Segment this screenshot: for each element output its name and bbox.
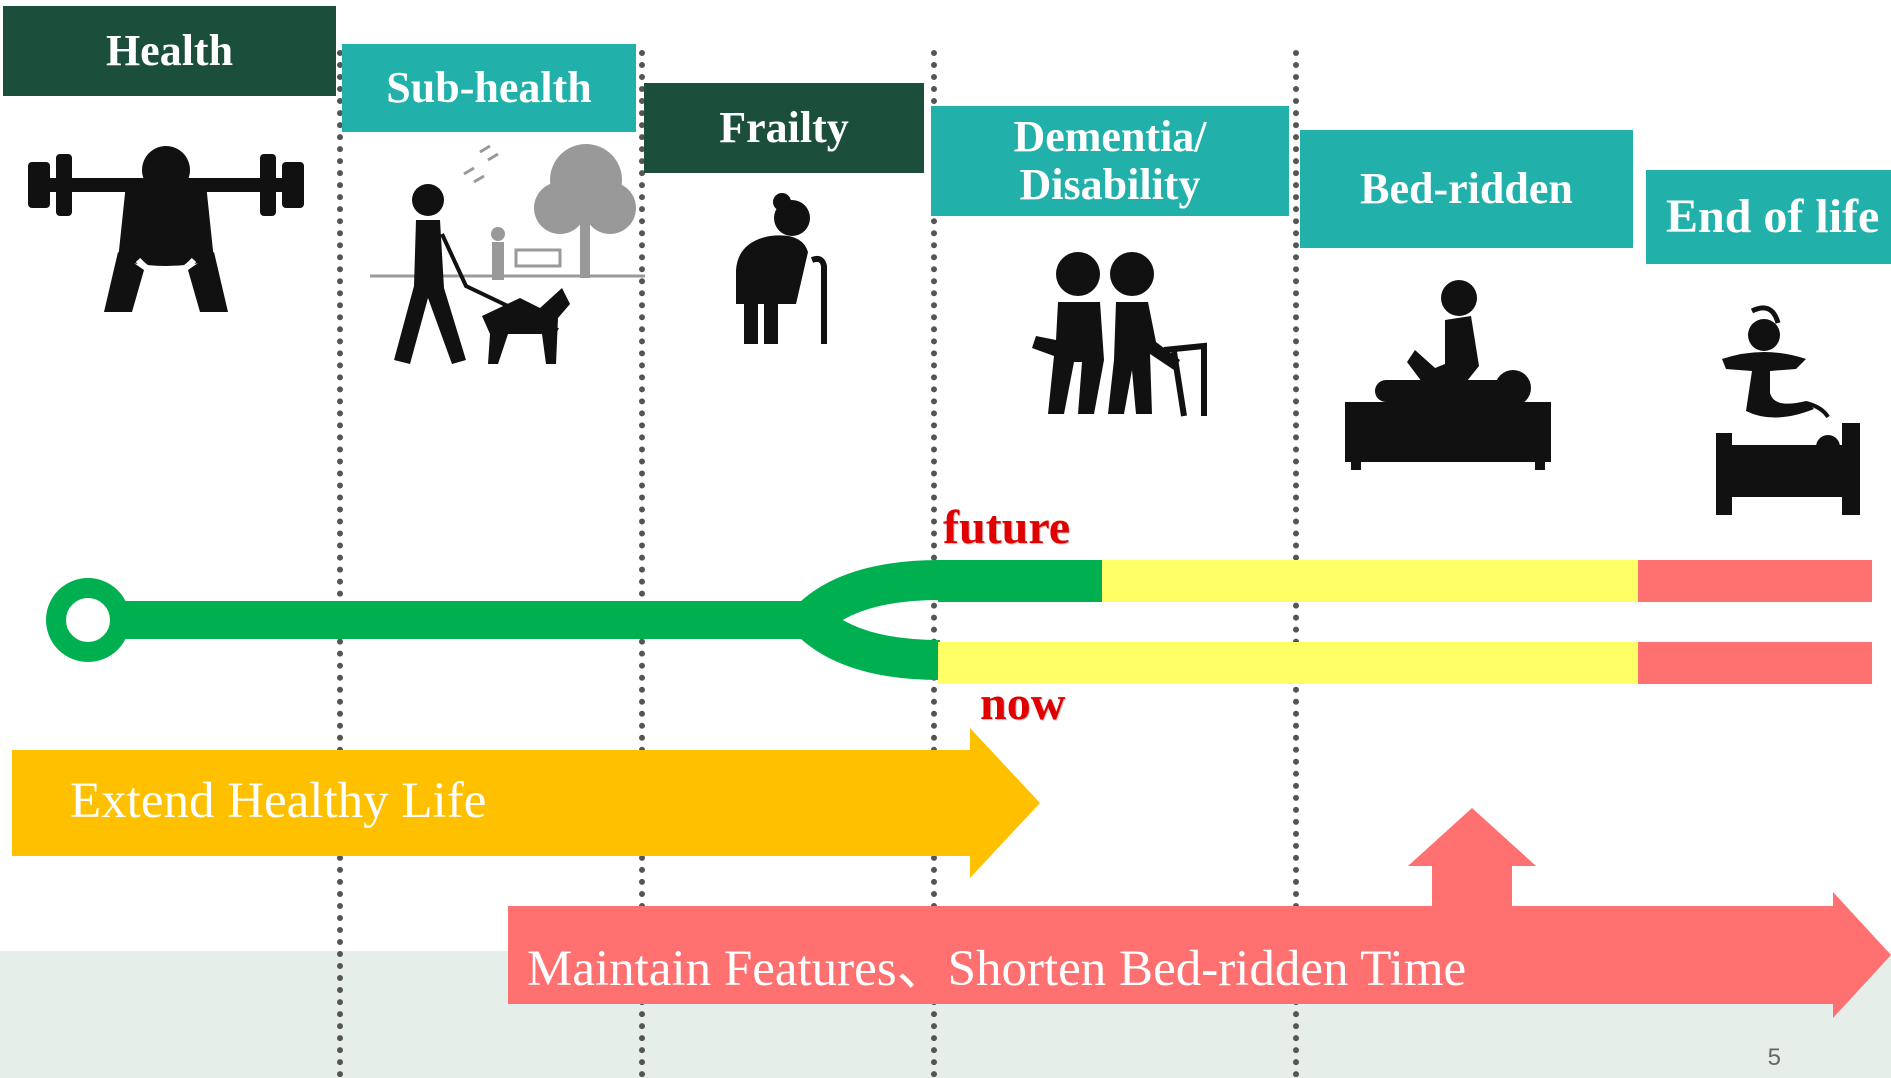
stage-divider [337, 50, 343, 1078]
stage-header-bed-ridden: Bed-ridden [1300, 130, 1633, 248]
extend-healthy-life-label: Extend Healthy Life [70, 773, 487, 829]
maintain-features-arrow [508, 892, 1891, 1018]
extend-healthy-life-arrow [12, 728, 1040, 878]
shorten-up-arrow [1408, 808, 1536, 908]
dog-walker-park-icon [370, 144, 645, 364]
future-bar-disabled [1102, 560, 1638, 602]
stage-header-frailty: Frailty [644, 83, 924, 173]
weightlifter-icon [28, 146, 304, 312]
stage-header-health: Health [3, 6, 336, 96]
elderly-cane-icon [736, 193, 827, 344]
timeline-start-node [46, 578, 130, 662]
spirit-leaving-bed-icon [1716, 305, 1860, 515]
future-bar-healthy [938, 560, 1102, 602]
bed-massage-icon [1345, 280, 1551, 470]
future-label: future [943, 501, 1071, 554]
stage-divider [639, 50, 645, 1078]
future-bar-bedridden [1638, 560, 1872, 602]
stage-header-end-of-life: End of life [1646, 170, 1891, 264]
walker-assist-icon [1032, 252, 1207, 417]
now-bar-disabled [938, 642, 1638, 684]
stage-header-dementia-disability: Dementia/ Disability [931, 106, 1289, 216]
now-label: now [980, 677, 1066, 730]
timeline-branch-now [795, 605, 941, 680]
maintain-features-label: Maintain Features、Shorten Bed-ridden Tim… [527, 941, 1467, 997]
now-bar-bedridden [1638, 642, 1872, 684]
page-number: 5 [1767, 1044, 1781, 1071]
stage-header-sub-health: Sub-health [342, 44, 636, 132]
